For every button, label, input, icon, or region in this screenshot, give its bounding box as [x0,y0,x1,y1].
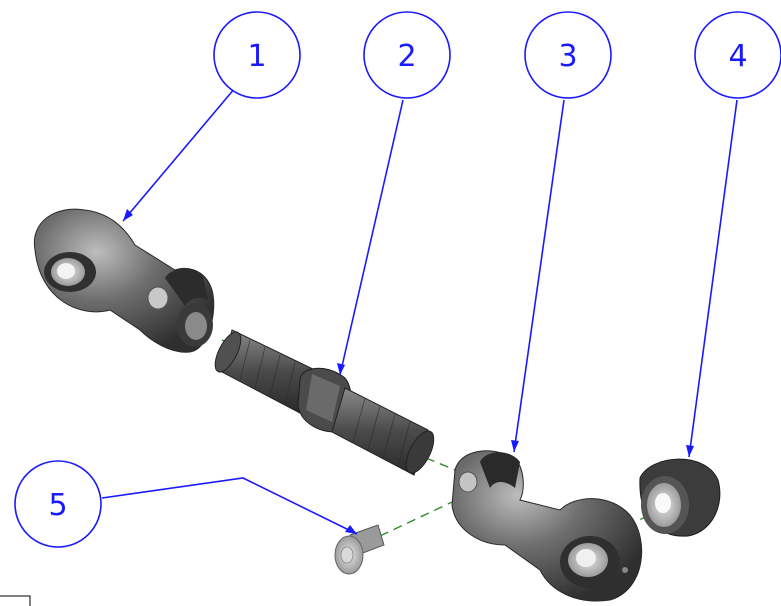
item-number-1: 1 [247,39,266,74]
leader-line-3 [513,99,565,453]
item-number-2: 2 [397,39,416,74]
leader-line-1 [122,87,236,222]
part-3-rod-end [451,450,643,602]
leader-line-2 [339,99,404,376]
item-number-4: 4 [728,39,747,74]
axis-line [425,457,471,477]
part-1-rod-end [33,208,215,353]
leader-lines [101,87,738,535]
item-balloon-1: 1 [213,11,301,99]
part-5-bolt [334,524,385,575]
item-balloon-4: 4 [694,11,781,99]
item-balloon-2: 2 [363,11,451,99]
item-balloon-3: 3 [524,11,612,99]
leader-line-5 [101,477,358,535]
part-2-threaded-stud [214,329,435,476]
item-number-3: 3 [558,39,577,74]
sheet-corner-mark [0,595,31,606]
part-4-spherical-bearing [639,458,721,537]
item-balloon-5: 5 [14,460,102,548]
item-number-5: 5 [48,488,67,523]
leader-line-4 [688,99,738,458]
